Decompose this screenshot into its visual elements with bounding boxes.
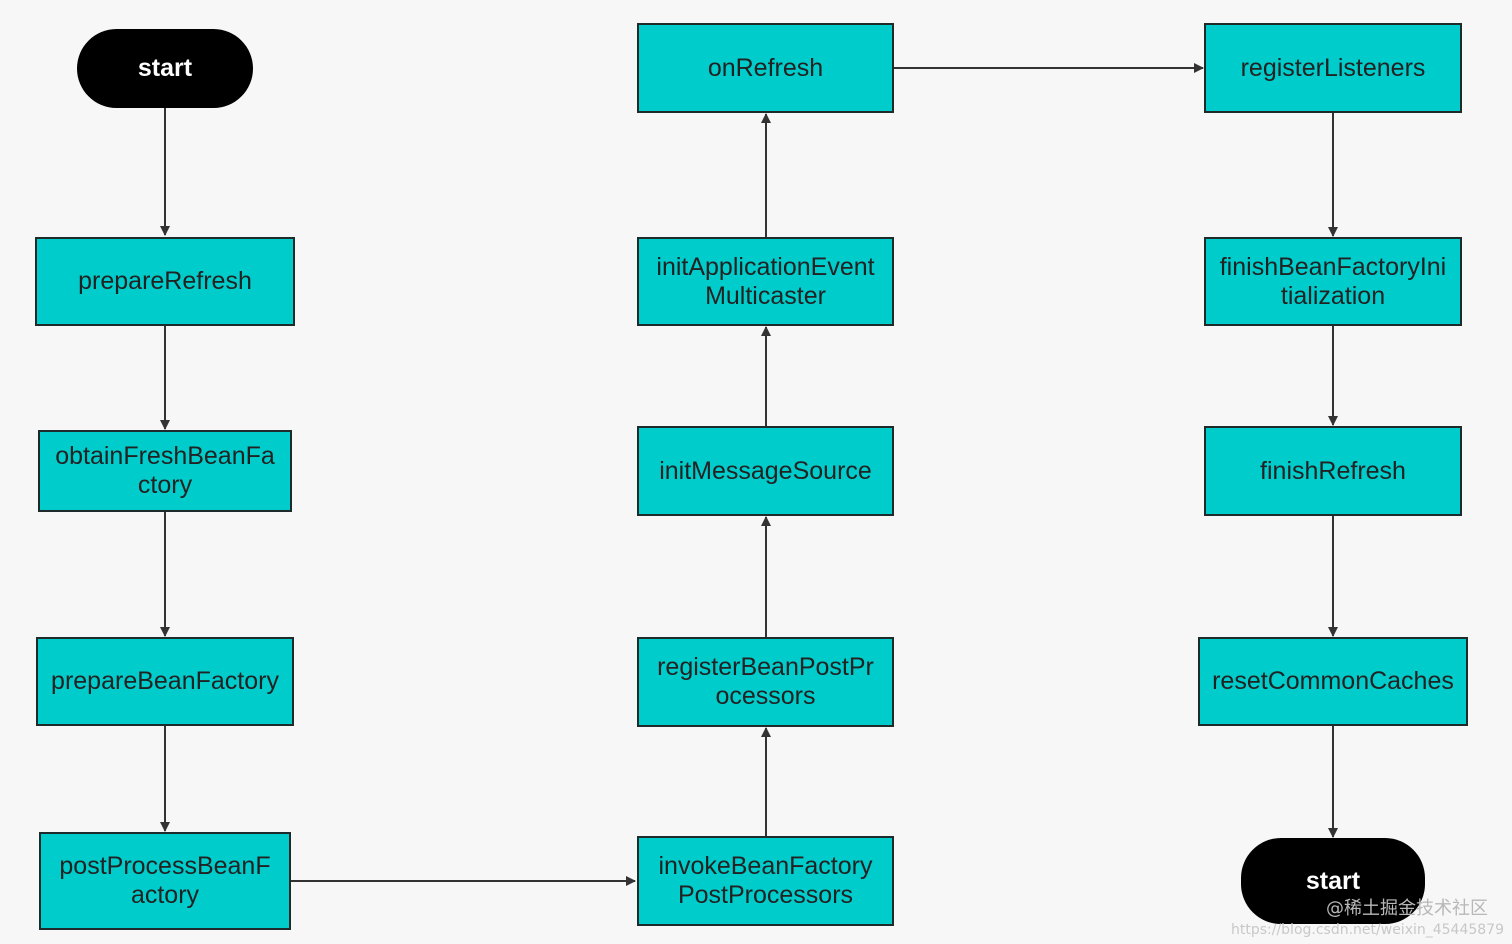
node-initApplicationEventMulticaster: initApplicationEventMulticaster	[637, 237, 894, 326]
node-invokeBeanFactoryPostProcessors: invokeBeanFactoryPostProcessors	[637, 836, 894, 926]
node-registerListeners: registerListeners	[1204, 23, 1462, 113]
start-terminal-top: start	[77, 29, 253, 108]
node-obtainFreshBeanFactory: obtainFreshBeanFactory	[38, 430, 292, 512]
node-resetCommonCaches: resetCommonCaches	[1198, 637, 1468, 726]
node-prepareBeanFactory: prepareBeanFactory	[36, 637, 294, 726]
start-terminal-bottom: start	[1241, 838, 1425, 924]
node-finishBeanFactoryInitialization: finishBeanFactoryInitialization	[1204, 237, 1462, 326]
node-postProcessBeanFactory: postProcessBeanFactory	[39, 832, 291, 930]
node-finishRefresh: finishRefresh	[1204, 426, 1462, 516]
watermark-text: @稀土掘金技术社区	[1326, 898, 1488, 919]
node-onRefresh: onRefresh	[637, 23, 894, 113]
watermark-url: https://blog.csdn.net/weixin_45445879	[1230, 922, 1504, 938]
node-initMessageSource: initMessageSource	[637, 426, 894, 516]
node-registerBeanPostProcessors: registerBeanPostProcessors	[637, 637, 894, 727]
node-prepareRefresh: prepareRefresh	[35, 237, 295, 326]
